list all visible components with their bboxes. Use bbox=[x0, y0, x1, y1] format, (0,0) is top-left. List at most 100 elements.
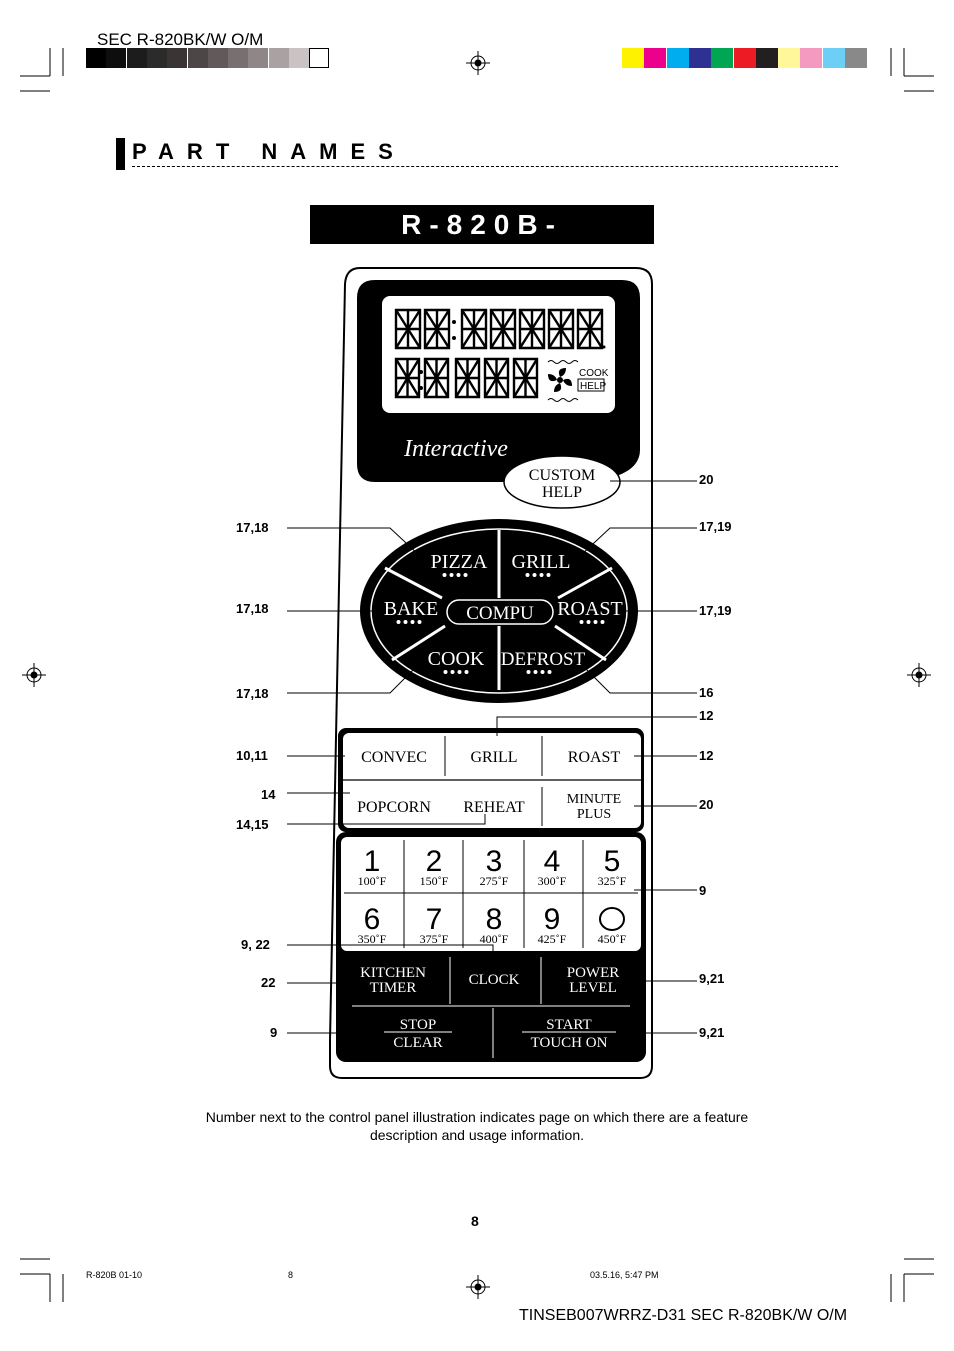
pad-temp: 275˚F bbox=[480, 874, 509, 888]
color-swatch bbox=[207, 48, 228, 68]
wave-bottom-icon bbox=[547, 398, 579, 402]
roast-compu-button[interactable]: ROAST bbox=[557, 598, 623, 620]
pad-digit: 1 bbox=[364, 845, 381, 878]
section-rule bbox=[132, 166, 838, 167]
indicator-dot bbox=[403, 620, 408, 624]
bake-button[interactable]: BAKE bbox=[384, 598, 438, 620]
fan-icon bbox=[548, 368, 572, 392]
stop-clear-line2[interactable]: CLEAR bbox=[393, 1035, 442, 1051]
reheat-button[interactable]: REHEAT bbox=[463, 799, 525, 816]
caption-line2: description and usage information. bbox=[369, 1127, 585, 1143]
color-swatch bbox=[146, 48, 167, 68]
pad-digit: 7 bbox=[426, 903, 443, 936]
pad-temp: 400˚F bbox=[480, 932, 509, 946]
ref-number-pads: 9 bbox=[699, 883, 707, 898]
roast-button[interactable]: ROAST bbox=[568, 749, 621, 766]
pad-digit: 5 bbox=[604, 845, 621, 878]
ref-power-level: 9,21 bbox=[699, 971, 725, 986]
page-number: 8 bbox=[471, 1213, 479, 1229]
ref-reheat: 14,15 bbox=[236, 817, 269, 832]
indicator-dot bbox=[546, 573, 551, 577]
ref-kitchen-timer: 22 bbox=[261, 975, 276, 990]
popcorn-button[interactable]: POPCORN bbox=[357, 799, 431, 816]
indicator-dot bbox=[417, 620, 422, 624]
color-swatch bbox=[845, 48, 867, 68]
ref-convec: 10,11 bbox=[236, 748, 268, 763]
stop-clear-line1[interactable]: STOP bbox=[400, 1017, 436, 1033]
number-pad-0[interactable]: 450˚F bbox=[598, 907, 627, 946]
start-line1[interactable]: START bbox=[546, 1017, 591, 1033]
pizza-button[interactable]: PIZZA bbox=[431, 551, 488, 573]
ref-defrost: 16 bbox=[699, 685, 714, 700]
custom-help-line2: HELP bbox=[542, 484, 582, 501]
pad-temp: 425˚F bbox=[538, 932, 567, 946]
registration-mark-top bbox=[466, 51, 490, 75]
indicator-dot bbox=[457, 670, 462, 674]
ref-grill: 12 bbox=[699, 708, 714, 723]
ref-bake: 17,18 bbox=[236, 601, 269, 616]
indicator-dot bbox=[449, 573, 454, 577]
indicator-dot bbox=[464, 670, 469, 674]
custom-help-line1: CUSTOM bbox=[529, 467, 595, 484]
color-swatch bbox=[228, 48, 249, 68]
ref-grill-compu: 17,19 bbox=[699, 519, 732, 534]
power-level-line1[interactable]: POWER bbox=[567, 965, 620, 981]
defrost-button[interactable]: DEFROST bbox=[501, 649, 586, 670]
color-swatch bbox=[167, 48, 188, 68]
grill-button[interactable]: GRILL bbox=[470, 749, 517, 766]
pad-digit: 8 bbox=[486, 903, 503, 936]
pad-temp: 350˚F bbox=[358, 932, 387, 946]
ref-roast: 12 bbox=[699, 748, 714, 763]
doc-id: SEC R-820BK/W O/M bbox=[97, 30, 264, 49]
color-swatch bbox=[733, 48, 756, 68]
minute-plus-line2[interactable]: PLUS bbox=[577, 807, 611, 822]
section-title-bar bbox=[116, 138, 125, 170]
power-level-line2[interactable]: LEVEL bbox=[569, 980, 616, 996]
ref-pizza: 17,18 bbox=[236, 520, 269, 535]
leader-lines bbox=[287, 480, 697, 1034]
color-swatch bbox=[126, 48, 147, 68]
minute-plus-line1[interactable]: MINUTE bbox=[567, 792, 621, 807]
ref-roast-compu: 17,19 bbox=[699, 603, 732, 618]
color-swatch bbox=[755, 48, 778, 68]
indicator-dot bbox=[456, 573, 461, 577]
compu-label: COMPU bbox=[466, 603, 534, 624]
start-line2[interactable]: TOUCH ON bbox=[531, 1035, 608, 1051]
color-swatch bbox=[688, 48, 711, 68]
kitchen-timer-line1[interactable]: KITCHEN bbox=[360, 965, 426, 981]
color-swatch bbox=[800, 48, 823, 68]
indicator-dot bbox=[443, 670, 448, 674]
clock-button[interactable]: CLOCK bbox=[469, 972, 520, 988]
page-small: 8 bbox=[288, 1270, 294, 1280]
pad-digit: 9 bbox=[544, 903, 561, 936]
indicator-dot bbox=[410, 620, 415, 624]
color-swatch bbox=[248, 48, 269, 68]
indicator-dot bbox=[525, 573, 530, 577]
timestamp: 03.5.16, 5:47 PM bbox=[590, 1270, 659, 1280]
color-swatch bbox=[187, 48, 208, 68]
color-swatch bbox=[106, 48, 127, 68]
grill-compu-button[interactable]: GRILL bbox=[512, 551, 571, 573]
ref-stop-clear: 9 bbox=[270, 1025, 278, 1040]
ref-start: 9,21 bbox=[699, 1025, 725, 1040]
indicator-dot bbox=[586, 620, 591, 624]
custom-help-button[interactable]: CUSTOM HELP bbox=[503, 455, 621, 509]
indicator-dot bbox=[532, 573, 537, 577]
zero-glyph bbox=[599, 907, 625, 931]
kitchen-timer-line2[interactable]: TIMER bbox=[370, 980, 417, 996]
cook-button[interactable]: COOK bbox=[428, 648, 485, 670]
convec-button[interactable]: CONVEC bbox=[361, 749, 427, 766]
file-id: R-820B 01-10 bbox=[86, 1270, 143, 1280]
ref-minute-plus: 20 bbox=[699, 797, 714, 812]
caption: Number next to the control panel illustr… bbox=[0, 1108, 954, 1144]
